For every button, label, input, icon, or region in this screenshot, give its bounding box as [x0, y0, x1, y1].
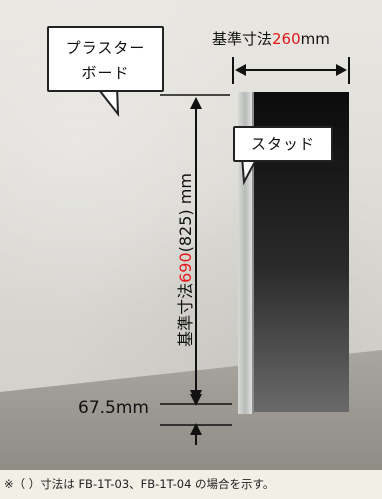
- width-arrow-left: [235, 64, 246, 76]
- stud-callout: スタッド: [233, 126, 333, 162]
- height-value: 690: [176, 252, 195, 283]
- footnote-text: ※（ ）寸法は FB-1T-03、FB-1T-04 の場合を示す。: [4, 477, 275, 491]
- width-dimension-label: 基準寸法260mm: [212, 28, 330, 49]
- stud-edge: [252, 92, 254, 414]
- footnote: ※（ ）寸法は FB-1T-03、FB-1T-04 の場合を示す。: [0, 470, 382, 499]
- offset-arrow-bottom: [190, 423, 202, 435]
- stud-label: スタッド: [250, 135, 315, 153]
- width-prefix: 基準寸法: [212, 30, 273, 48]
- offset-dimension-label: 67.5mm: [78, 398, 149, 418]
- plasterboard-label-line2: ボード: [81, 64, 130, 82]
- plasterboard-label-line1: プラスター: [65, 39, 146, 57]
- width-arrow-right: [336, 64, 347, 76]
- plasterboard-callout: プラスター ボード: [47, 26, 164, 92]
- height-dimension-label: 基準寸法690(825) mm: [172, 173, 196, 347]
- height-prefix: 基準寸法: [176, 282, 195, 347]
- height-arrow-top: [190, 97, 202, 109]
- width-value: 260: [272, 30, 301, 48]
- height-alt-value: (825): [176, 209, 195, 253]
- height-unit: mm: [176, 173, 195, 205]
- height-dimension-label-wrap: 基準寸法690(825) mm: [170, 140, 198, 380]
- offset-arrow-top: [190, 394, 202, 406]
- width-unit: mm: [300, 30, 330, 48]
- wall-scene: プラスター ボード スタッド 基準寸法260mm 基準寸法690(825) mm…: [0, 0, 382, 470]
